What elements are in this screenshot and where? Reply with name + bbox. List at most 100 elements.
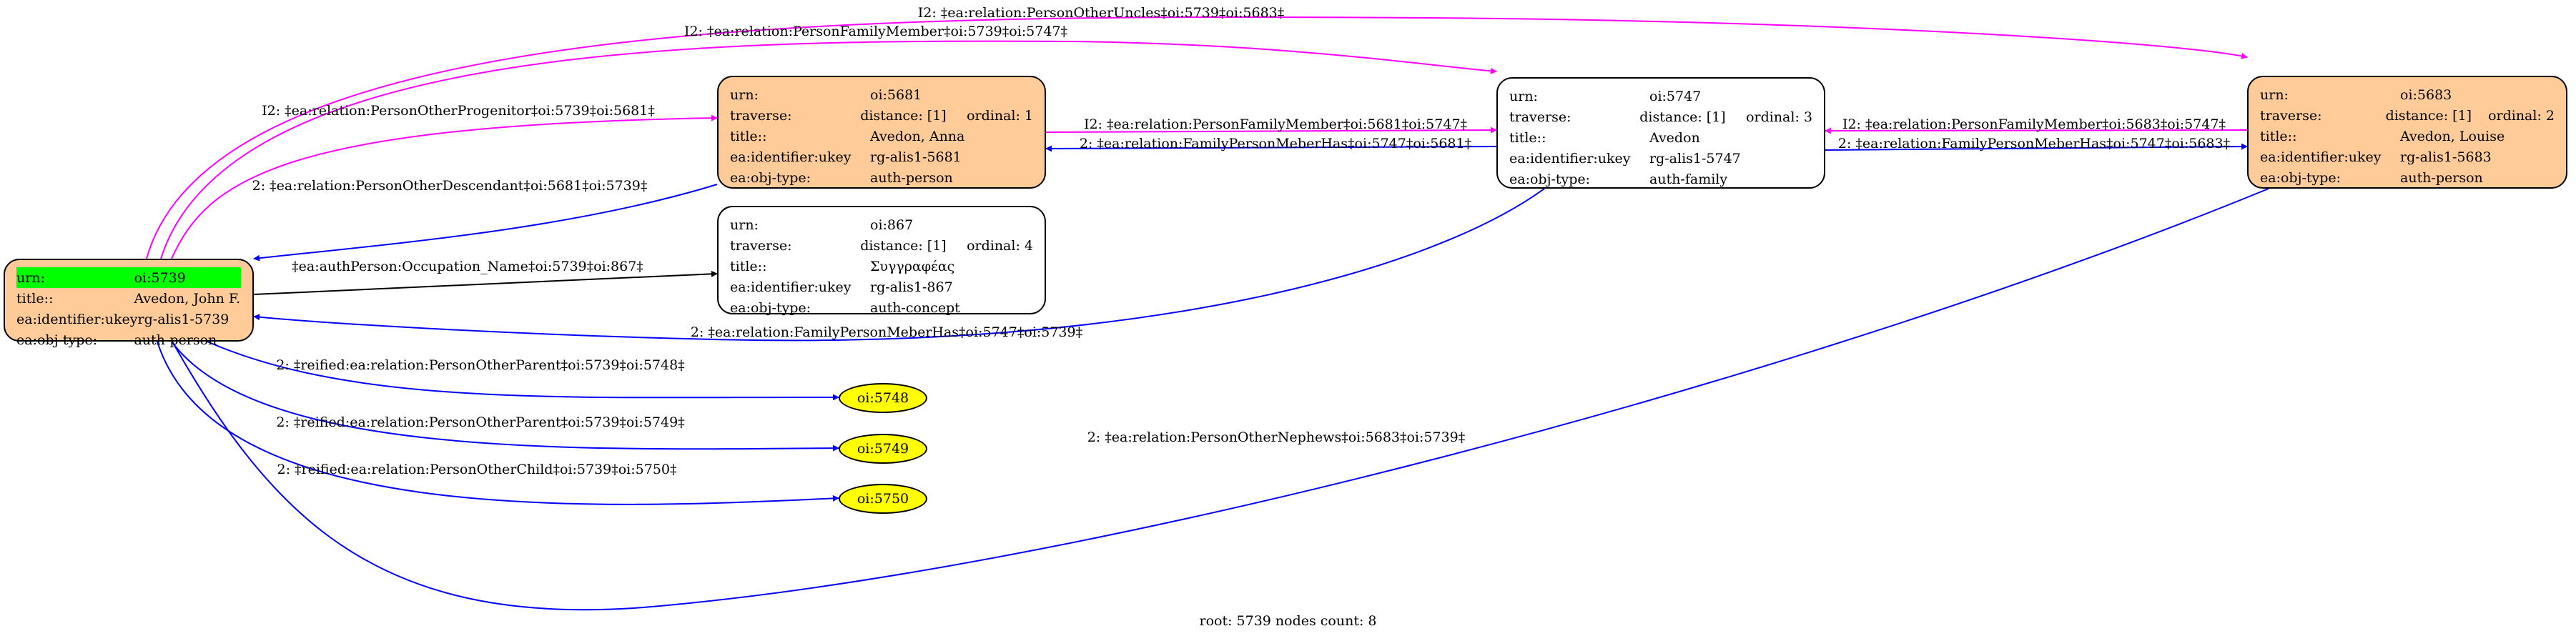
row-value: rg-alis1-867 [870, 279, 953, 295]
edge-child-5750 [157, 341, 839, 505]
node-oi-5747[interactable]: urn: oi:5747 traverse:distance: [1]ordina… [1496, 77, 1825, 189]
row-key: traverse: [730, 237, 792, 254]
edge-family-member-5739-5747 [160, 40, 1497, 259]
row-value: oi:5683 [2400, 86, 2452, 103]
row-ordinal: ordinal: 4 [967, 237, 1033, 254]
node-row-obj-type: ea:obj-type: auth-person [2260, 167, 2555, 188]
node-row-obj-type: ea:obj-type: auth-family [1509, 169, 1812, 189]
row-value: auth-person [2400, 169, 2483, 186]
row-key: title:: [16, 290, 54, 307]
edge-label-nephews: 2: ‡ea:relation:PersonOtherNephews‡oi:56… [1087, 429, 1466, 445]
row-key: urn: [1509, 88, 1538, 104]
node-oi-5683[interactable]: urn: oi:5683 traverse: distance: [1] ordina… [2247, 76, 2567, 189]
node-oi-5739[interactable]: urn: oi:5739 title:: Avedon, John F. ea:… [4, 259, 254, 348]
edge-label-has-5747-5681: 2: ‡ea:relation:FamilyPersonMeberHas‡oi:… [1080, 136, 1471, 151]
node-row-ukey: ea:identifier:ukey rg-alis1-5739 [16, 309, 241, 329]
node-oi-5681[interactable]: urn:oi:5681 traverse: distance: [1] ordina… [717, 76, 1046, 189]
edge-progenitor [171, 114, 718, 259]
edge-nephews [149, 188, 2269, 611]
edge-has-5747-5681 [1045, 145, 1497, 152]
node-row-title: title::Avedon [1509, 127, 1812, 148]
row-key: title:: [730, 128, 767, 144]
node-row-traverse: traverse: distance: [1] ordinal: 4 [730, 235, 1033, 256]
row-value: Avedon, Louise [2400, 128, 2505, 144]
edge-parent-5749 [171, 341, 839, 452]
row-key: traverse: [730, 107, 792, 124]
row-value: distance: [1] [860, 237, 947, 254]
row-value: auth-person [134, 332, 217, 348]
row-value: rg-alis1-5681 [870, 149, 962, 165]
edge-label-family-member-5739-5747: I2: ‡ea:relation:PersonFamilyMember‡oi:5… [684, 24, 1067, 39]
row-key: ea:identifier:ukey [2260, 149, 2382, 165]
node-oi-5748[interactable]: oi:5748 [839, 383, 927, 413]
row-value: auth-person [870, 169, 953, 186]
row-value: auth-family [1649, 171, 1728, 187]
row-value: rg-alis1-5747 [1649, 150, 1741, 167]
row-value: oi:5747 [1649, 88, 1702, 104]
row-key: ea:obj-type: [1509, 171, 1591, 187]
row-key: ea:identifier:ukey [730, 279, 852, 295]
node-row-traverse: traverse: distance: [1] ordinal: 2 [2260, 105, 2555, 126]
edge-label-parent-5748: 2: ‡reified:ea:relation:PersonOtherParen… [276, 357, 684, 373]
row-ordinal: ordinal: 2 [2488, 107, 2555, 124]
edge-label-descendant: 2: ‡ea:relation:PersonOtherDescendant‡oi… [252, 178, 648, 194]
row-key: ea:obj-type: [730, 169, 811, 186]
node-row-ukey: ea:identifier:ukey rg-alis1-5681 [730, 146, 1033, 167]
node-row-urn: urn: oi:5747 [1509, 86, 1812, 106]
edge-label-parent-5749: 2: ‡reified:ea:relation:PersonOtherParen… [276, 414, 684, 430]
edge-uncles [146, 16, 2248, 259]
row-value: rg-alis1-5683 [2400, 149, 2492, 165]
row-key: title:: [2260, 128, 2297, 144]
edge-label-family-member-5681-5747: I2: ‡ea:relation:PersonFamilyMember‡oi:5… [1084, 116, 1467, 132]
row-value: oi:867 [870, 217, 914, 233]
node-row-obj-type: ea:obj-type: auth-person [16, 329, 241, 350]
row-key: title:: [1509, 129, 1546, 146]
edge-label-has-5747-5739: 2: ‡ea:relation:FamilyPersonMeberHas‡oi:… [691, 324, 1082, 340]
node-row-obj-type: ea:obj-type:auth-concept [730, 297, 1033, 318]
node-row-urn: urn: oi:867 [730, 214, 1033, 235]
row-key: urn: [2260, 86, 2289, 103]
row-value: Avedon, John F. [134, 290, 241, 307]
row-ordinal: ordinal: 3 [1746, 109, 1812, 125]
row-value: distance: [1] [2385, 107, 2472, 124]
edge-occupation [253, 270, 718, 295]
node-row-traverse: traverse:distance: [1]ordinal: 3 [1509, 106, 1812, 127]
row-key: title:: [730, 258, 767, 274]
edge-label-occupation: ‡ea:authPerson:Occupation_Name‡oi:5739‡o… [292, 259, 643, 274]
node-oi-5749[interactable]: oi:5749 [839, 434, 927, 464]
row-key: ea:identifier:ukey [1509, 150, 1631, 167]
row-key: ea:identifier:ukey [16, 311, 138, 327]
node-row-urn: urn: oi:5683 [2260, 84, 2555, 105]
node-row-title: title::Συγγραφέας [730, 256, 1033, 277]
node-row-ukey: ea:identifier:ukey rg-alis1-5683 [2260, 146, 2555, 167]
row-value: auth-concept [870, 299, 960, 316]
row-value: Avedon, Anna [870, 128, 965, 144]
node-oi-5750[interactable]: oi:5750 [839, 484, 927, 514]
edge-descendant [253, 184, 718, 262]
edge-parent-5748 [207, 341, 839, 401]
row-value: rg-alis1-5739 [137, 311, 230, 327]
node-row-title: title::Avedon, Louise [2260, 126, 2555, 146]
row-key: ea:obj-type: [16, 332, 98, 348]
node-row-ukey: ea:identifier:ukey rg-alis1-867 [730, 277, 1033, 297]
row-value: Avedon [1649, 129, 1700, 146]
edge-has-5747-5739 [253, 188, 1545, 342]
edge-label-child-5750: 2: ‡reified:ea:relation:PersonOtherChild… [277, 462, 677, 477]
node-row-urn: urn:oi:5681 [730, 84, 1033, 105]
graph-footer: root: 5739 nodes count: 8 [1199, 613, 1377, 629]
node-row-obj-type: ea:obj-type: auth-person [730, 167, 1033, 188]
row-key: ea:identifier:ukey [730, 149, 852, 165]
edge-label-family-member-5683-5747: I2: ‡ea:relation:PersonFamilyMember‡oi:5… [1842, 116, 2226, 132]
edge-label-has-5747-5683: 2: ‡ea:relation:FamilyPersonMeberHas‡oi:… [1838, 136, 2230, 151]
row-key: traverse: [2260, 107, 2322, 124]
row-ordinal: ordinal: 1 [967, 107, 1033, 124]
node-oi-867[interactable]: urn: oi:867 traverse: distance: [1] ordinal… [717, 206, 1046, 316]
row-value: distance: [1] [860, 107, 947, 124]
edge-family-member-5681-5747 [1045, 126, 1497, 134]
row-key: traverse: [1509, 109, 1571, 125]
edge-label-uncles: I2: ‡ea:relation:PersonOtherUncles‡oi:57… [918, 5, 1285, 21]
node-row-title: title::Avedon, Anna [730, 126, 1033, 146]
row-key: ea:obj-type: [2260, 169, 2341, 186]
row-key: urn: [730, 217, 759, 233]
